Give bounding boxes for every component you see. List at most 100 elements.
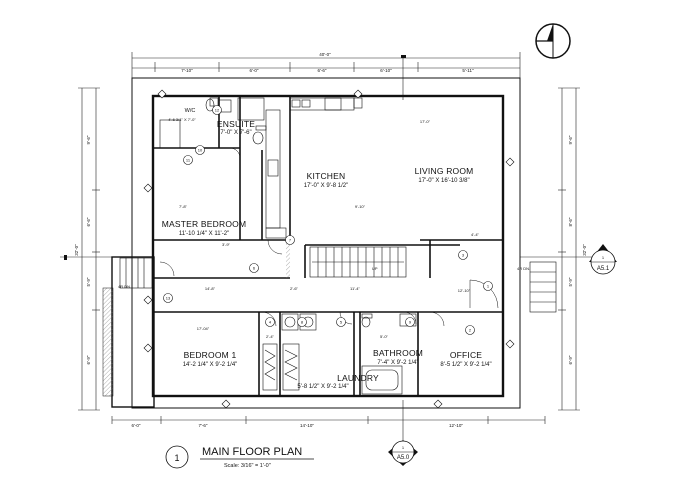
break-marks [64, 55, 406, 260]
svg-text:3: 3 [462, 253, 465, 258]
drawing-title-block: 1 MAIN FLOOR PLAN Scale: 3/16" = 1'-0" [165, 445, 314, 469]
wall-tag: 13 [163, 293, 173, 303]
dim-left-overall: 32'-0" [74, 244, 79, 256]
wall-tag: 3 [458, 250, 468, 260]
drawing-scale: Scale: 3/16" = 1'-0" [224, 463, 271, 469]
svg-text:11: 11 [186, 158, 191, 163]
dim-interior-12: 5'-0" [380, 334, 389, 339]
wall-tag: 9 [405, 317, 415, 327]
svg-text:10: 10 [198, 148, 203, 153]
svg-text:12: 12 [215, 108, 220, 113]
dim-interior-5: 17'-04" [197, 326, 210, 331]
stair-up-label: UP [372, 266, 378, 271]
dim-top-overall: 40'-0" [319, 52, 331, 57]
interior-walls [153, 96, 503, 396]
grid-marker-icon [505, 339, 515, 349]
room-name-office: OFFICE [450, 350, 482, 360]
dimension-lines [60, 52, 600, 440]
grid-marker-icon [143, 343, 153, 353]
wic-label: W/C [185, 108, 196, 114]
dim-interior-1: 7'-8" [179, 204, 188, 209]
dim-right-1: 9'-6" [568, 135, 573, 144]
room-name-bedroom-1: BEDROOM 1 [184, 350, 237, 360]
dim-interior-3: 3'-9" [222, 242, 231, 247]
hatched-walls [102, 238, 290, 397]
room-size-office: 8'-5 1/2" X 9'-2 1/4" [440, 362, 491, 368]
grid-marker-icon [353, 89, 363, 99]
dim-bottom-2: 7'-6" [199, 423, 208, 428]
svg-text:2: 2 [469, 328, 472, 333]
wall-tag: 8 [297, 317, 307, 327]
room-labels: ENSUITE 7'-0" X 7'-6" KITCHEN 17'-0" X 9… [162, 119, 492, 390]
room-name-kitchen: KITCHEN [307, 171, 346, 181]
svg-text:1: 1 [487, 284, 490, 289]
section-marker-a51-number: 1 [602, 255, 605, 260]
wall-tag: 2 [465, 325, 475, 335]
dim-top-3: 6'-6" [318, 68, 327, 73]
wall-tags: 13 1 2 3 4 5 6 7 8 9 10 11 12 [163, 105, 493, 335]
drawing-title: MAIN FLOOR PLAN [202, 446, 302, 458]
section-marker-a50-number: 1 [402, 445, 405, 450]
wall-tag: 12 [212, 105, 222, 115]
wall-tag: 1 [483, 281, 493, 291]
central-stair [309, 246, 407, 278]
section-marker-a51-sheet: A5.1 [597, 266, 610, 272]
dim-top-5: 5'-11" [462, 68, 474, 73]
room-name-laundry: LAUNDRY [337, 373, 379, 383]
room-size-living: 17'-0" X 16'-10 3/8" [418, 178, 469, 184]
exterior-walls [111, 77, 521, 409]
dim-left-4: 6'-9" [86, 355, 91, 364]
svg-text:4: 4 [269, 320, 272, 325]
grid-marker-icon [157, 89, 167, 99]
grid-marker-icon [221, 399, 231, 409]
ensuite-fixtures [159, 97, 267, 149]
dim-interior-8: 2'-4" [266, 334, 275, 339]
north-arrow-icon [535, 23, 571, 59]
dim-left-3: 5'-9" [86, 277, 91, 286]
wall-tag: 4 [265, 317, 275, 327]
room-size-bedroom-1: 14'-2 1/4" X 9'-2 1/4" [183, 362, 238, 368]
stair-dn-right-label: 4R DN. [517, 266, 530, 271]
dim-bottom-1: 6'-0" [132, 423, 141, 428]
grid-marker-icon [505, 157, 515, 167]
dim-top-1: 7'-10" [181, 68, 193, 73]
section-marker-a50-sheet: A5.0 [397, 455, 410, 461]
kitchen-counters [265, 97, 363, 239]
dim-left-2: 6'-6" [86, 217, 91, 226]
grid-marker-icon [143, 183, 153, 193]
wall-tag: 10 [195, 145, 205, 155]
svg-text:13: 13 [166, 296, 171, 301]
dim-top-2: 6'-0" [250, 68, 259, 73]
dim-right-3: 5'-9" [568, 277, 573, 286]
dim-right-4: 6'-9" [568, 355, 573, 364]
room-size-kitchen: 17'-0" X 9'-8 1/2" [304, 183, 349, 189]
wall-tag: 7 [285, 235, 295, 245]
room-name-living: LIVING ROOM [415, 166, 474, 176]
room-name-master-bedroom: MASTER BEDROOM [162, 219, 247, 229]
section-marker-a50: 1 A5.0 [388, 440, 418, 466]
svg-text:6: 6 [253, 266, 256, 271]
room-size-laundry: 5'-8 1/2" X 9'-2 1/4" [297, 384, 348, 390]
stair-dn-left-label: 4R DN. [118, 284, 131, 289]
grid-marker-icon [433, 399, 443, 409]
dim-interior-4: 11'-4" [350, 286, 360, 291]
small-labels: W/C 4'-6 3/4" X 7'-0" UP 4R DN. 4R DN. [118, 108, 530, 289]
laundry-fixtures [262, 313, 317, 391]
section-marker-a51: 1 A5.1 [589, 244, 617, 275]
dim-interior-7: 2'-6" [290, 286, 299, 291]
room-size-ensuite: 7'-0" X 7'-6" [220, 130, 251, 136]
exterior-stairs [119, 257, 557, 313]
drawing-number: 1 [174, 453, 179, 463]
dim-left-1: 9'-6" [86, 135, 91, 144]
dim-interior-2: 17'-0" [420, 119, 431, 124]
room-size-master-bedroom: 11'-10 1/4" X 11'-2" [179, 231, 229, 237]
svg-text:7: 7 [289, 238, 292, 243]
wic-size-label: 4'-6 3/4" X 7'-0" [168, 117, 196, 122]
dim-interior-9: 9'-10" [355, 204, 366, 209]
grid-marker-icon [143, 295, 153, 305]
dim-interior-11: 12'-10" [458, 288, 471, 293]
dim-top-4: 6'-10" [380, 68, 392, 73]
dim-interior-10: 14'-8" [205, 286, 216, 291]
door-swings [159, 147, 499, 327]
